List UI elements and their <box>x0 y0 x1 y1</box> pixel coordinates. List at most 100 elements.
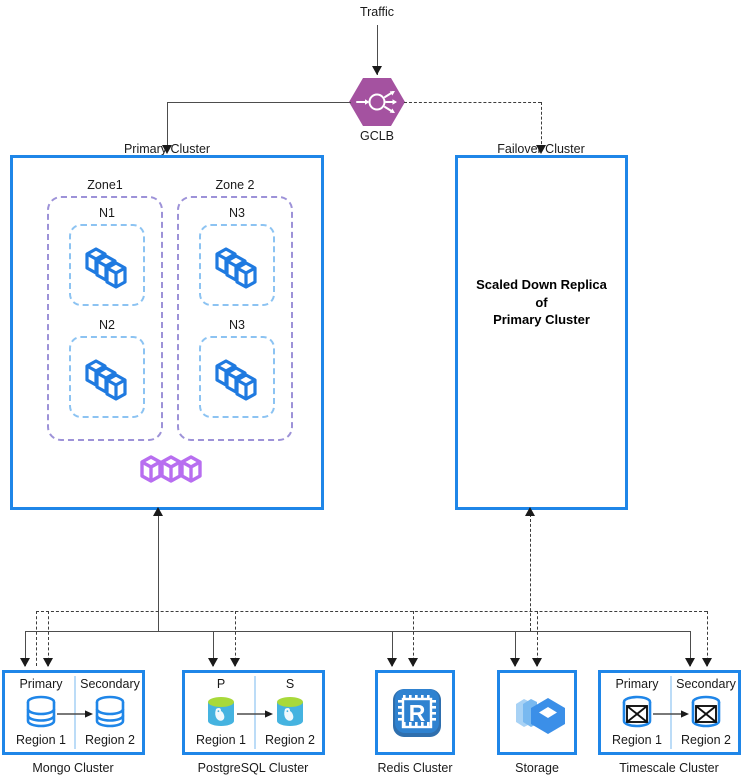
gclb-node[interactable] <box>348 76 406 128</box>
failover-bus-left-drop <box>36 611 37 666</box>
kubernetes-pods-icon <box>215 247 257 289</box>
kubernetes-pods-icon <box>215 359 257 401</box>
primary-drop-mongo <box>25 631 26 666</box>
node-n3a-label: N3 <box>229 206 245 220</box>
primary-cluster-label: Primary Cluster <box>123 142 211 156</box>
failover-body-line3: Primary Cluster <box>493 312 590 328</box>
failover-drop-postgres <box>235 611 236 666</box>
mongo-cluster-caption: Mongo Cluster <box>32 761 114 775</box>
gclb-to-primary-hline <box>167 102 351 103</box>
mongo-region2-label: Region 2 <box>84 733 136 747</box>
timescaledb-cylinder-icon <box>691 695 721 728</box>
redis-chip-icon: R <box>393 689 441 737</box>
postgresql-elephant-icon <box>208 697 234 726</box>
zone-1-label: Zone1 <box>87 178 123 192</box>
mongo-cluster-box[interactable]: Primary Secondary Region 1 Region 2 <box>2 670 145 755</box>
node-n1-box[interactable] <box>69 224 145 306</box>
timescale-region2-label: Region 2 <box>680 733 732 747</box>
traffic-arrowhead <box>372 66 382 75</box>
node-n3a-box[interactable] <box>199 224 275 306</box>
failover-body-line2: of <box>535 294 548 310</box>
postgres-secondary-label: S <box>285 677 295 691</box>
gclb-hexagon-icon <box>349 78 405 126</box>
bus-to-primary-vline <box>158 514 159 631</box>
kubernetes-pods-icon <box>85 247 127 289</box>
traffic-to-gclb-line <box>377 25 378 75</box>
mongodb-cylinder-icon <box>95 695 125 728</box>
cloud-storage-icon <box>516 698 565 734</box>
timescaledb-cylinder-icon <box>622 695 652 728</box>
node-n2-label: N2 <box>99 318 115 332</box>
mongodb-cylinder-icon <box>26 695 56 728</box>
primary-cluster-box[interactable]: Zone1 N1 <box>10 155 324 510</box>
mongo-secondary-label: Secondary <box>80 677 140 691</box>
postgres-region1-label: Region 1 <box>195 733 247 747</box>
timescale-region-divider <box>670 676 672 749</box>
timescale-cluster-box[interactable]: Primary Secondary Region 1 Region 2 <box>598 670 741 755</box>
mongo-primary-label: Primary <box>19 677 63 691</box>
storage-caption: Storage <box>515 761 559 775</box>
primary-drop-storage-arrow <box>510 658 520 667</box>
primary-drop-postgres <box>213 631 214 666</box>
bus-to-failover-vline <box>530 514 531 631</box>
gclb-to-primary-vline <box>167 102 168 149</box>
postgres-region-divider <box>254 676 256 749</box>
failover-body-line1: Scaled Down Replica <box>476 277 607 292</box>
mongo-region1-label: Region 1 <box>15 733 67 747</box>
gclb-to-failover-hline <box>404 102 541 103</box>
failover-bus-right-drop <box>707 611 708 666</box>
node-n3b-box[interactable] <box>199 336 275 418</box>
traffic-label: Traffic <box>359 5 395 19</box>
failover-datastore-bus <box>36 611 707 612</box>
gclb-to-failover-vline <box>541 102 542 149</box>
primary-drop-redis-arrow <box>387 658 397 667</box>
postgres-primary-label: P <box>216 677 226 691</box>
timescale-primary-label: Primary <box>615 677 659 691</box>
node-n3b-label: N3 <box>229 318 245 332</box>
timescale-secondary-label: Secondary <box>676 677 736 691</box>
failover-drop-redis <box>413 611 414 666</box>
failover-drop-storage <box>537 611 538 666</box>
svg-text:R: R <box>409 700 426 726</box>
bus-to-primary-arrowhead <box>153 507 163 516</box>
node-n2-box[interactable] <box>69 336 145 418</box>
failover-cluster-box[interactable]: Scaled Down Replica of Primary Cluster <box>455 155 628 510</box>
mongo-region-divider <box>74 676 76 749</box>
postgres-region2-label: Region 2 <box>264 733 316 747</box>
redis-cluster-caption: Redis Cluster <box>377 761 453 775</box>
primary-drop-postgres-arrow <box>208 658 218 667</box>
timescale-replication-arrow <box>653 710 689 718</box>
primary-drop-redis <box>392 631 393 666</box>
gclb-label: GCLB <box>359 129 395 143</box>
failover-drop-storage-arrow <box>532 658 542 667</box>
postgresql-cluster-box[interactable]: P S Region 1 Region 2 <box>182 670 325 755</box>
primary-datastore-bus <box>25 631 690 632</box>
failover-drop-redis-arrow <box>408 658 418 667</box>
timescale-cluster-caption: Timescale Cluster <box>619 761 719 775</box>
gclb-to-failover-arrowhead <box>536 145 546 154</box>
zone-2-label: Zone 2 <box>215 178 255 192</box>
timescale-region1-label: Region 1 <box>611 733 663 747</box>
primary-drop-mongo-arrow <box>20 658 30 667</box>
purple-pods-icon <box>140 455 202 483</box>
primary-drop-timescale <box>690 631 691 666</box>
bus-to-failover-arrowhead <box>525 507 535 516</box>
postgresql-elephant-icon <box>277 697 303 726</box>
kubernetes-pods-icon <box>85 359 127 401</box>
primary-drop-storage <box>515 631 516 666</box>
failover-drop-timescale-arrow <box>702 658 712 667</box>
failover-drop-mongo <box>48 611 49 666</box>
gclb-to-primary-arrowhead <box>162 145 172 154</box>
storage-box[interactable] <box>497 670 577 755</box>
redis-cluster-box[interactable]: R <box>375 670 455 755</box>
zone-1-box[interactable]: N1 N2 <box>47 196 163 441</box>
failover-cluster-label: Failover Cluster <box>497 142 585 156</box>
failover-drop-mongo-arrow <box>43 658 53 667</box>
zone-2-box[interactable]: N3 N3 <box>177 196 293 441</box>
mongo-replication-arrow <box>57 710 93 718</box>
node-n1-label: N1 <box>99 206 115 220</box>
failover-drop-postgres-arrow <box>230 658 240 667</box>
primary-drop-timescale-arrow <box>685 658 695 667</box>
postgres-replication-arrow <box>237 710 273 718</box>
